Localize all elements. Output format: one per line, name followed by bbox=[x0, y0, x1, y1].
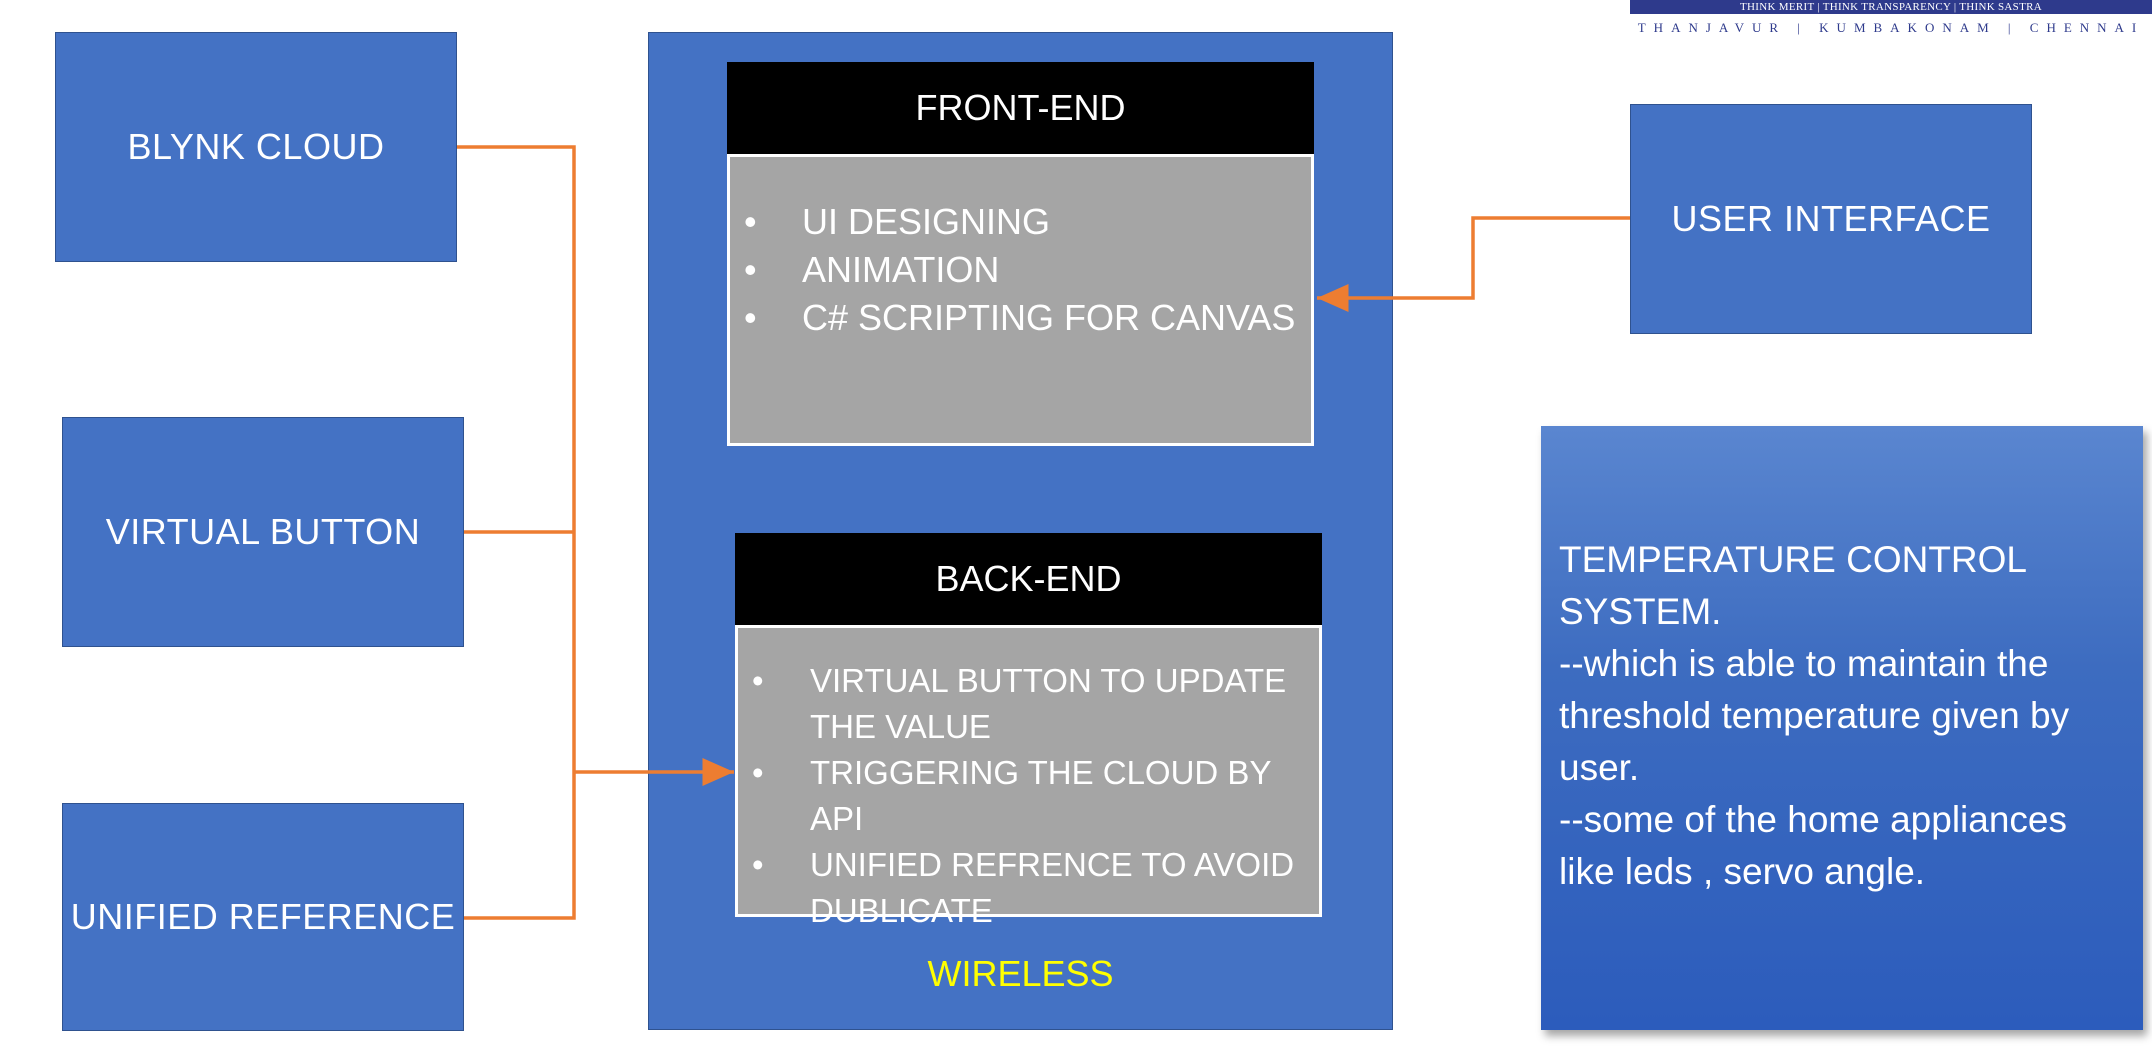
bullet-icon: • bbox=[744, 296, 757, 338]
list-item-text: ANIMATION bbox=[802, 248, 1000, 290]
list-item: • C# SCRIPTING FOR CANVAS bbox=[744, 295, 1311, 342]
list-item-text: C# SCRIPTING FOR CANVAS bbox=[802, 296, 1296, 338]
back-end-title: BACK-END bbox=[935, 558, 1122, 599]
front-end-list: • UI DESIGNING • ANIMATION • C# SCRIPTING F… bbox=[744, 199, 1311, 341]
unified-reference-label: UNIFIED REFERENCE bbox=[70, 896, 456, 937]
description-text: TEMPERATURE CONTROL SYSTEM. --which is a… bbox=[1559, 539, 2070, 892]
list-item: • TRIGGERING THE CLOUD BY API bbox=[752, 750, 1309, 842]
user-interface-box: USER INTERFACE bbox=[1630, 104, 2032, 334]
logo-tagline: THINK MERIT | THINK TRANSPARENCY | THINK… bbox=[1630, 0, 2152, 14]
user-interface-label: USER INTERFACE bbox=[1671, 198, 1991, 239]
blynk-cloud-label: BLYNK CLOUD bbox=[127, 126, 385, 167]
bullet-icon: • bbox=[752, 754, 764, 791]
list-item-text: UI DESIGNING bbox=[802, 201, 1051, 242]
list-item: • UNIFIED REFRENCE TO AVOID DUBLICATE bbox=[752, 842, 1309, 934]
bullet-icon: • bbox=[744, 201, 757, 242]
virtual-button-box: VIRTUAL BUTTON bbox=[62, 417, 464, 647]
list-item-text: VIRTUAL BUTTON TO UPDATE THE VALUE bbox=[810, 662, 1287, 745]
university-logo: THINK MERIT | THINK TRANSPARENCY | THINK… bbox=[1630, 0, 2152, 40]
logo-cities: THANJAVUR | KUMBAKONAM | CHENNAI bbox=[1637, 20, 2145, 35]
connector-from-user-interface bbox=[1317, 216, 1630, 312]
back-end-body: • VIRTUAL BUTTON TO UPDATE THE VALUE • TRI… bbox=[735, 625, 1322, 929]
front-end-header: FRONT-END bbox=[727, 62, 1314, 154]
list-item-text: TRIGGERING THE CLOUD BY API bbox=[810, 754, 1271, 837]
wireless-label: WIRELESS bbox=[927, 953, 1114, 994]
list-item: • UI DESIGNING bbox=[744, 199, 1311, 246]
virtual-button-label: VIRTUAL BUTTON bbox=[105, 511, 421, 552]
unified-reference-box: UNIFIED REFERENCE bbox=[62, 803, 464, 1031]
back-end-header: BACK-END bbox=[735, 533, 1322, 625]
front-end-body: • UI DESIGNING • ANIMATION • C# SCRIPTING F… bbox=[727, 154, 1314, 446]
front-end-title: FRONT-END bbox=[915, 87, 1126, 128]
bullet-icon: • bbox=[752, 846, 764, 883]
bullet-icon: • bbox=[744, 248, 757, 290]
list-item: • VIRTUAL BUTTON TO UPDATE THE VALUE bbox=[752, 658, 1309, 750]
bullet-icon: • bbox=[752, 662, 764, 699]
list-item-text: UNIFIED REFRENCE TO AVOID DUBLICATE bbox=[810, 846, 1295, 929]
description-box: TEMPERATURE CONTROL SYSTEM. --which is a… bbox=[1541, 426, 2143, 1030]
blynk-cloud-box: BLYNK CLOUD bbox=[55, 32, 457, 262]
back-end-list: • VIRTUAL BUTTON TO UPDATE THE VALUE • TRI… bbox=[752, 658, 1309, 934]
list-item: • ANIMATION bbox=[744, 247, 1311, 294]
wireless-container: FRONT-END • UI DESIGNING • ANIMATION • C# S… bbox=[648, 32, 1393, 1030]
